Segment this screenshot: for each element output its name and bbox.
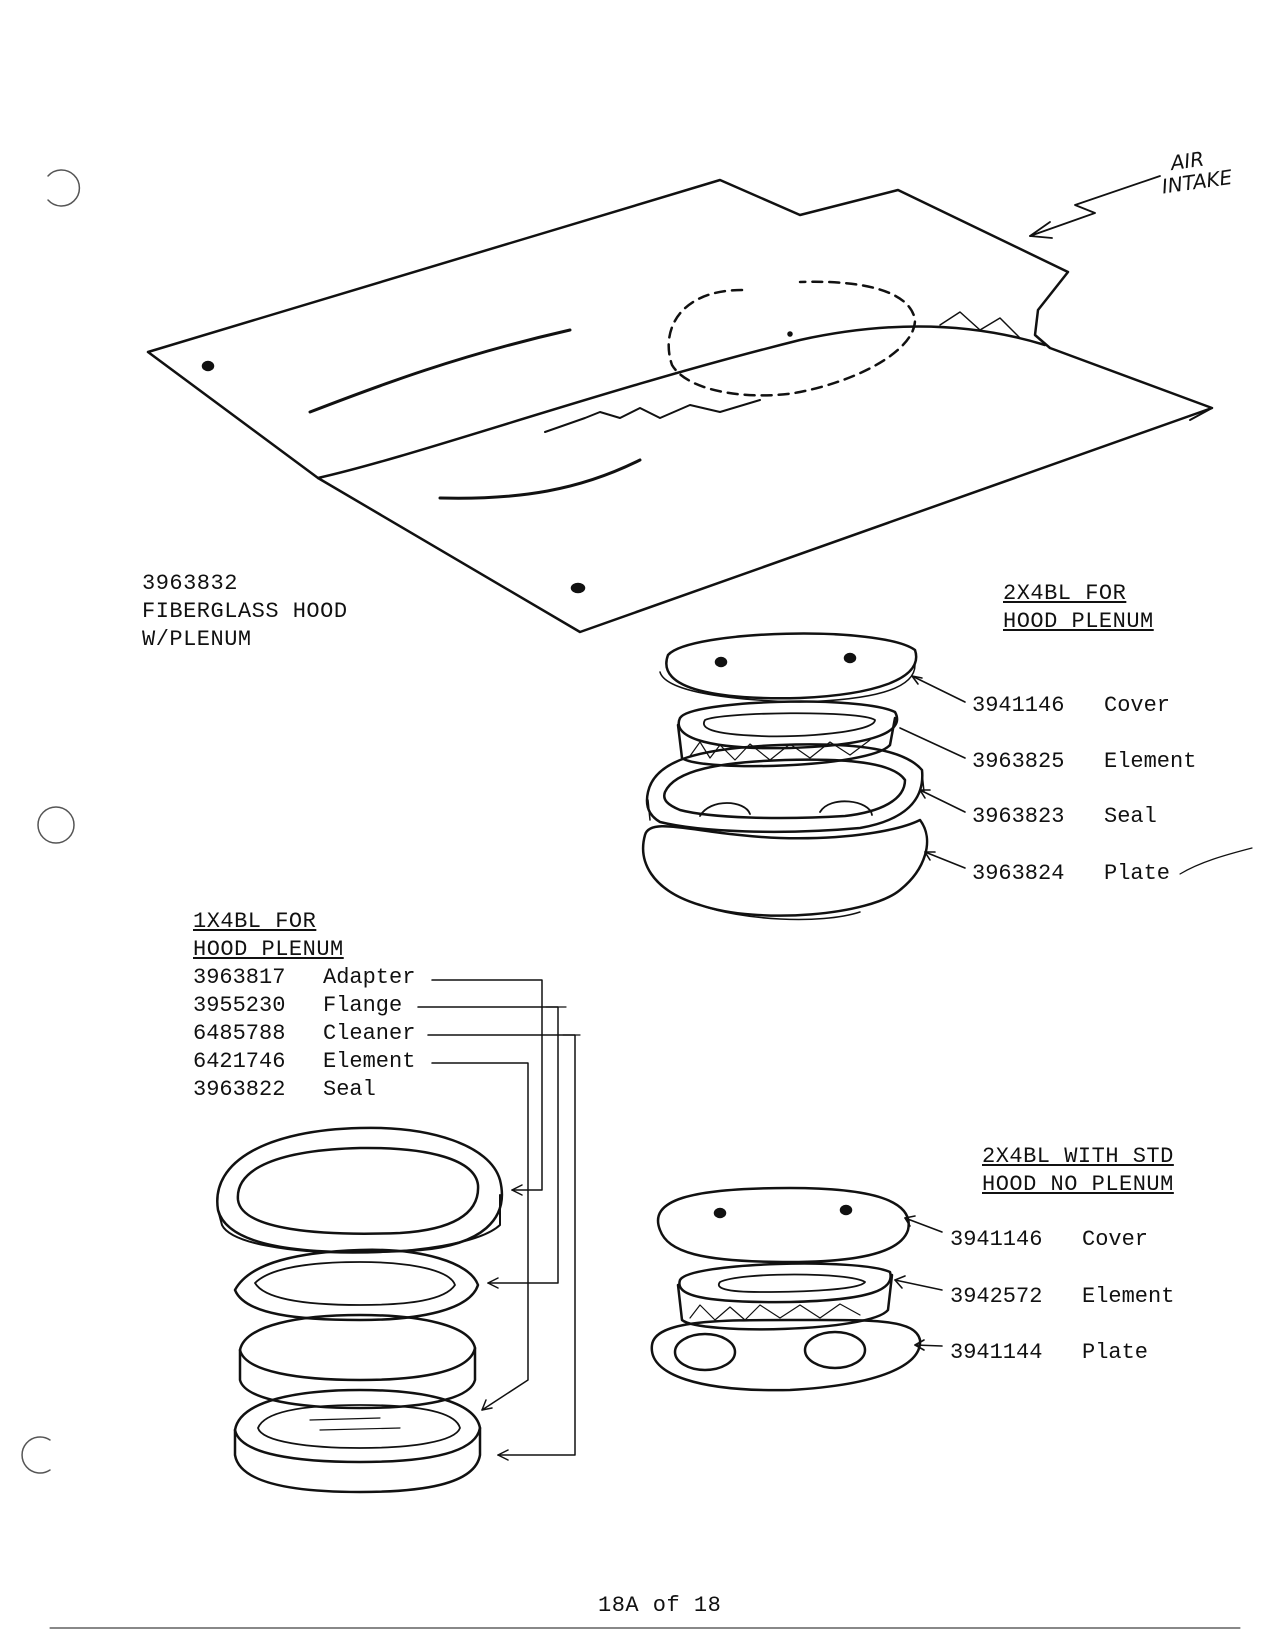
part-name: Element — [1104, 749, 1197, 774]
part-name: Adapter — [323, 965, 416, 990]
part-number: 3963823 — [972, 804, 1065, 829]
kit-title-line1: 2X4BL FOR — [1003, 581, 1127, 606]
part-name: Plate — [1104, 861, 1171, 886]
parts-row: 3963825 Element — [972, 748, 1196, 776]
part-number: 3941146 — [950, 1227, 1043, 1252]
part-name: Seal — [323, 1077, 376, 1102]
page-number: 18A of 18 — [598, 1593, 722, 1618]
binder-hole-bottom — [21, 1436, 51, 1474]
leaders-1x4bl-plenum — [417, 979, 581, 1461]
parts-row: 3942572 Element — [950, 1283, 1174, 1311]
parts-row: 3941146 Cover — [950, 1226, 1148, 1254]
part-number: 6485788 — [193, 1021, 286, 1046]
kit-2x4bl-std-title: 2X4BL WITH STD HOOD NO PLENUM — [982, 1143, 1174, 1199]
air-intake-label: AIR INTAKE — [1160, 144, 1233, 199]
parts-row: 3941146 Cover — [972, 692, 1170, 720]
part-number: 3963824 — [972, 861, 1065, 886]
part-number: 6421746 — [193, 1049, 286, 1074]
part-number: 3963825 — [972, 749, 1065, 774]
parts-row: 3955230 Flange — [193, 992, 402, 1020]
part-name: Cover — [1082, 1227, 1149, 1252]
kit-title-line1: 1X4BL FOR — [193, 909, 317, 934]
part-name: Flange — [323, 993, 403, 1018]
leaders-2x4bl-std — [894, 1215, 943, 1351]
kit-title-line1: 2X4BL WITH STD — [982, 1144, 1174, 1169]
part-number: 3963817 — [193, 965, 286, 990]
parts-row: 3941144 Plate — [950, 1339, 1148, 1367]
parts-row: 3963817 Adapter — [193, 964, 415, 992]
parts-row: 3963823 Seal — [972, 803, 1157, 831]
part-name: Element — [1082, 1284, 1175, 1309]
part-number: 3955230 — [193, 993, 286, 1018]
binder-hole-top — [47, 169, 81, 207]
part-number: 3941146 — [972, 693, 1065, 718]
kit-2x4bl-plenum-title: 2X4BL FOR HOOD PLENUM — [1003, 580, 1154, 636]
parts-row: 6421746 Element — [193, 1048, 415, 1076]
part-name: Cleaner — [323, 1021, 416, 1046]
part-name: Cover — [1104, 693, 1171, 718]
kit-2x4bl-plenum-drawing — [641, 632, 929, 921]
parts-row: 3963822 Seal — [193, 1076, 376, 1104]
kit-title-line2: HOOD NO PLENUM — [982, 1172, 1174, 1197]
fiberglass-hood-drawing — [146, 178, 1214, 634]
hood-part-number: 3963832 — [142, 571, 238, 596]
kit-1x4bl-plenum-title: 1X4BL FOR HOOD PLENUM — [193, 908, 344, 964]
binder-holes — [21, 169, 81, 1474]
hood-description-2: W/PLENUM — [142, 627, 252, 652]
kit-title-line2: HOOD PLENUM — [193, 937, 344, 962]
kit-1x4bl-plenum-drawing — [216, 1126, 503, 1494]
part-number: 3942572 — [950, 1284, 1043, 1309]
parts-row: 6485788 Cleaner — [193, 1020, 415, 1048]
kit-2x4bl-std-drawing — [650, 1186, 922, 1392]
hood-label: 3963832 FIBERGLASS HOOD W/PLENUM — [142, 570, 348, 654]
part-number: 3963822 — [193, 1077, 286, 1102]
part-name: Element — [323, 1049, 416, 1074]
hood-description: FIBERGLASS HOOD — [142, 599, 348, 624]
kit-title-line2: HOOD PLENUM — [1003, 609, 1154, 634]
part-name: Seal — [1104, 804, 1157, 829]
part-name: Plate — [1082, 1340, 1149, 1365]
binder-hole-middle — [37, 806, 75, 844]
air-intake-arrow — [1029, 175, 1161, 239]
leaders-2x4bl-plenum — [899, 675, 1253, 875]
parts-row: 3963824 Plate — [972, 860, 1170, 888]
part-number: 3941144 — [950, 1340, 1043, 1365]
